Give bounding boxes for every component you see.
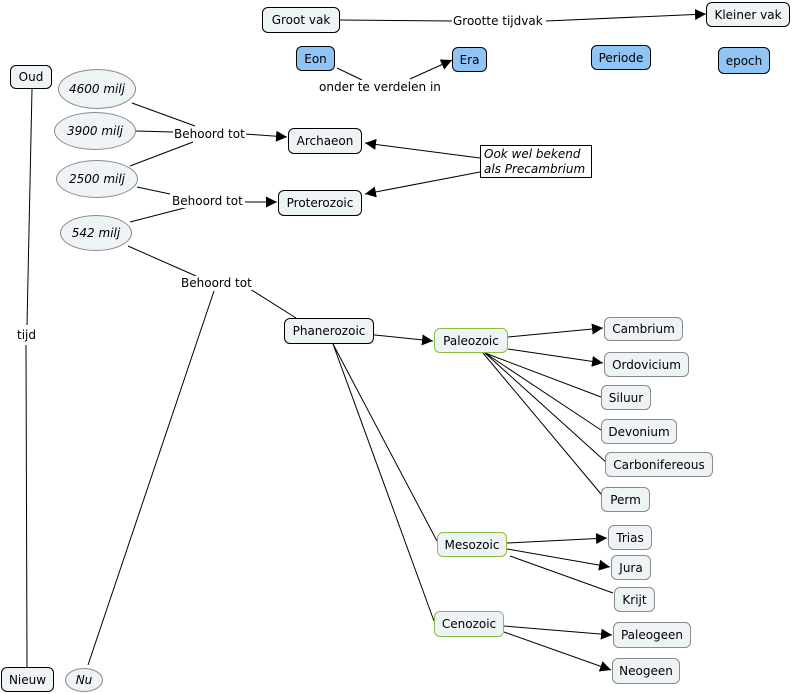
connector-paleozoic-devonium [484, 352, 602, 431]
connector-behoord1-archaeon [244, 130, 288, 142]
node-nu: Nu [65, 668, 103, 692]
connector-3900-behoord1 [135, 130, 174, 133]
node-paleozoic: Paleozoic [434, 328, 508, 353]
node-mesozoic: Mesozoic [437, 532, 507, 557]
node-nieuw: Nieuw [1, 667, 54, 692]
connector-grootvak-label [339, 19, 453, 22]
node-carboniferous: Carbonifereous [605, 452, 713, 477]
connector-542-behoord2 [129, 205, 193, 223]
connector-nu-behoord3 [87, 290, 215, 666]
connector-behoord3-phanerozoic [249, 288, 297, 319]
label-tijd: tijd [16, 328, 37, 342]
note-line-2: als Precambrium [484, 161, 586, 176]
node-542-milj: 542 milj [60, 215, 132, 251]
connector-2500-behoord2 [136, 186, 171, 195]
node-archaeon: Archaeon [288, 128, 362, 154]
label-behoord-tot-3: Behoord tot [180, 276, 253, 290]
node-phanerozoic: Phanerozoic [284, 318, 374, 344]
connector-542-behoord3 [127, 245, 197, 277]
connector-oud-tijd [26, 88, 33, 326]
note-precambrium: Ook wel bekend als Precambrium [480, 145, 592, 178]
node-ordovicium: Ordovicium [604, 352, 689, 377]
connector-mesozoic-krijt [509, 555, 614, 594]
connector-mesozoic-trias [506, 533, 608, 545]
note-line-1: Ook wel bekend [484, 146, 581, 161]
node-devonium: Devonium [601, 419, 677, 444]
connector-paleozoic-perm [482, 352, 602, 495]
node-2500-milj: 2500 milj [56, 160, 138, 198]
connector-tijd-nieuw [25, 344, 28, 668]
node-oud: Oud [10, 65, 52, 89]
node-4600-milj: 4600 milj [58, 69, 136, 109]
connector-paleozoic-carboniferous [484, 352, 608, 464]
connector-phanerozoic-mesozoic [332, 343, 438, 542]
node-groot-vak: Groot vak [262, 7, 340, 33]
connector-2500-behoord1 [129, 141, 194, 167]
connector-paleozoic-ordovicium [507, 348, 604, 367]
node-perm: Perm [601, 487, 650, 512]
node-siluur: Siluur [601, 385, 651, 410]
node-cambrium: Cambrium [604, 317, 683, 341]
node-eon: Eon [296, 46, 335, 71]
connector-cenozoic-neogeen [503, 631, 612, 672]
connector-paleozoic-cambrium [507, 323, 604, 338]
label-behoord-tot-2: Behoord tot [171, 194, 244, 208]
node-3900-milj: 3900 milj [54, 112, 136, 150]
node-epoch: epoch [718, 47, 770, 74]
node-neogeen: Neogeen [612, 658, 680, 684]
node-proterozoic: Proterozoic [278, 190, 362, 216]
connector-label-kleinervak [545, 8, 707, 22]
node-kleiner-vak: Kleiner vak [706, 2, 790, 27]
node-jura: Jura [611, 555, 651, 580]
node-cenozoic: Cenozoic [434, 611, 504, 637]
connector-note-proterozoic [364, 171, 481, 198]
node-trias: Trias [608, 525, 652, 550]
label-onder-te-verdelen: onder te verdelen in [318, 80, 442, 94]
node-periode: Periode [591, 45, 651, 70]
connector-4600-behoord1 [131, 102, 196, 127]
connector-eon-label [336, 67, 363, 81]
node-paleogeen: Paleogeen [613, 622, 691, 648]
node-era: Era [452, 47, 487, 72]
connector-cenozoic-paleogeen [503, 625, 613, 640]
connector-paleozoic-siluur [484, 352, 602, 398]
connector-note-archaeon [364, 138, 481, 159]
label-behoord-tot-1: Behoord tot [173, 127, 246, 141]
connector-mesozoic-jura [506, 548, 611, 571]
connector-phanerozoic-cenozoic [332, 343, 435, 622]
label-grootte-tijdvak: Grootte tijdvak [452, 14, 544, 28]
connector-label-era [409, 59, 453, 80]
node-krijt: Krijt [614, 587, 655, 612]
